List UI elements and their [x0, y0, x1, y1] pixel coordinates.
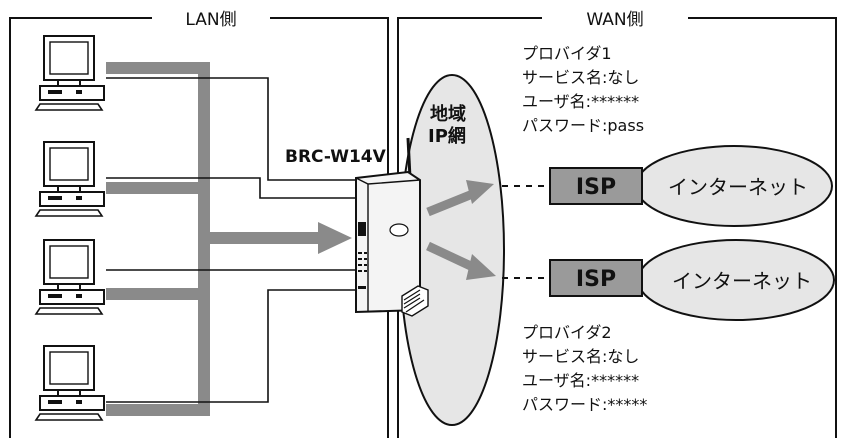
internet-label-2: インターネット: [672, 269, 812, 293]
internet-label-1: インターネット: [668, 175, 808, 199]
provider-1-info: プロバイダ1 サービス名:なし ユーザ名:****** パスワード:pass: [522, 44, 644, 135]
isp-label-2: ISP: [576, 267, 616, 292]
provider-2-user: ユーザ名:******: [522, 371, 639, 390]
lan-computer-4: [36, 346, 104, 420]
provider-2-service: サービス名:なし: [522, 347, 639, 366]
lan-computer-2: [36, 142, 104, 216]
wan-label: WAN側: [586, 10, 643, 30]
lan-computer-3: [36, 240, 104, 314]
lan-computer-1: [36, 36, 104, 110]
network-label-line2: IP網: [428, 125, 466, 147]
provider-1-name: プロバイダ1: [522, 44, 612, 63]
lan-arrow-head: [318, 222, 352, 254]
lan-aggregate-paths: [106, 68, 322, 410]
provider-1-user: ユーザ名:******: [522, 92, 639, 111]
provider-2-name: プロバイダ2: [522, 323, 612, 342]
provider-2-info: プロバイダ2 サービス名:なし ユーザ名:****** パスワード:*****: [522, 323, 647, 414]
provider-1-password: パスワード:pass: [522, 116, 644, 135]
lan-label: LAN側: [185, 10, 236, 30]
isp-label-1: ISP: [576, 175, 616, 200]
provider-1-service: サービス名:なし: [522, 68, 639, 87]
network-label-line1: 地域: [430, 103, 466, 125]
router-model-label: BRC-W14V: [285, 147, 387, 167]
provider-2-password: パスワード:*****: [522, 395, 647, 414]
